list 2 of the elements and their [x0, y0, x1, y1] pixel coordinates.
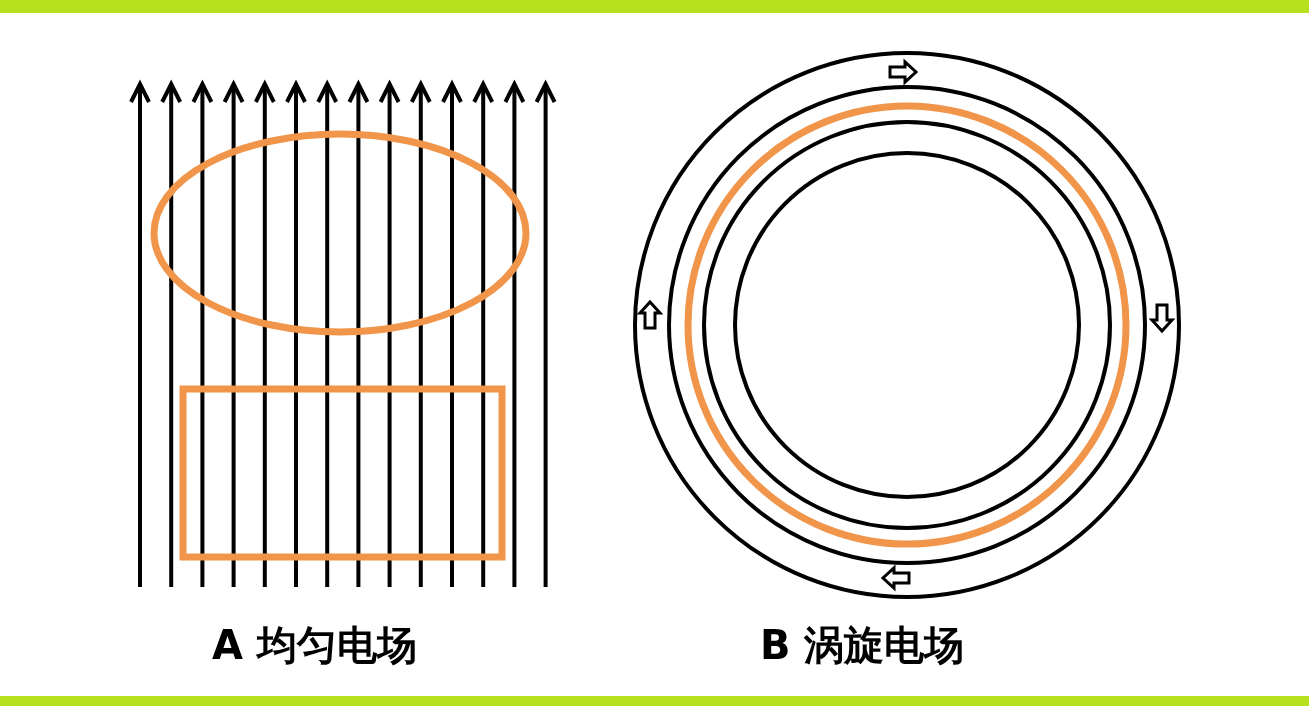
- caption-label: A 均匀电场: [212, 621, 417, 670]
- caption-label: B 涡旋电场: [760, 621, 965, 670]
